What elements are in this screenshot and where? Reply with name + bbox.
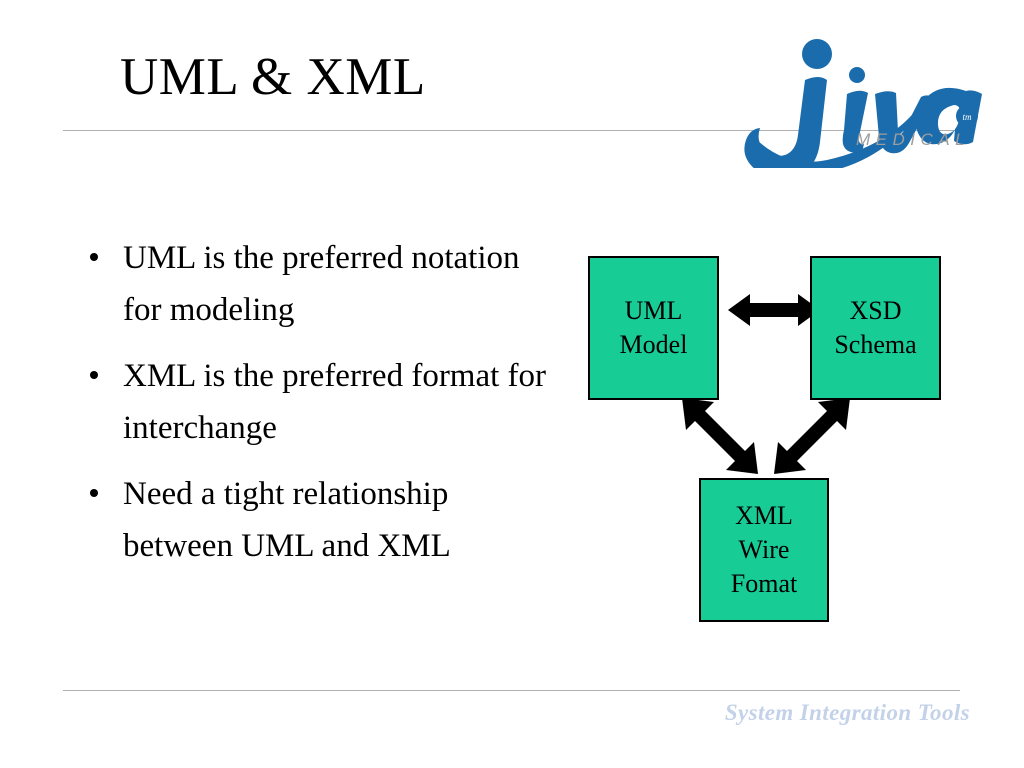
logo-subtitle: MEDICAL	[856, 130, 971, 149]
bullet-dot-icon	[90, 371, 98, 379]
bullet-text: XML is the preferred format for intercha…	[123, 358, 547, 446]
diagram-box-uml-model: UML Model	[588, 256, 719, 400]
trademark-badge	[956, 105, 978, 127]
box-label-line2: Wire	[738, 535, 790, 564]
box-label-line2: Model	[619, 330, 688, 359]
bullet-dot-icon	[90, 253, 98, 261]
footer-divider	[63, 690, 960, 691]
page-title: UML & XML	[120, 48, 426, 106]
connector-uml-xsd	[728, 294, 820, 326]
box-label-line1: XML	[735, 501, 793, 530]
bullet-list: UML is the preferred notation for modeli…	[86, 232, 556, 586]
list-item: XML is the preferred format for intercha…	[86, 350, 556, 454]
diagram-box-xml-wire-format: XML Wire Fomat	[699, 478, 829, 622]
connector-uml-xml	[682, 398, 758, 474]
bullet-text: UML is the preferred notation for modeli…	[123, 240, 520, 328]
box-label-line1: XSD	[849, 296, 902, 325]
list-item: UML is the preferred notation for modeli…	[86, 232, 556, 336]
connector-xsd-xml	[774, 398, 850, 474]
svg-text:tm: tm	[963, 112, 973, 122]
bullet-dot-icon	[90, 489, 98, 497]
diagram-box-xsd-schema: XSD Schema	[810, 256, 941, 400]
uml-xml-diagram-connectors	[560, 240, 980, 640]
box-label-line2: Schema	[834, 330, 917, 359]
list-item: Need a tight relationship between UML an…	[86, 468, 556, 572]
footer-tagline: System Integration Tools	[724, 700, 970, 725]
box-label-line3: Fomat	[730, 569, 798, 598]
header-divider	[63, 130, 960, 131]
box-label-line1: UML	[624, 296, 683, 325]
bullet-text: Need a tight relationship between UML an…	[123, 476, 451, 564]
